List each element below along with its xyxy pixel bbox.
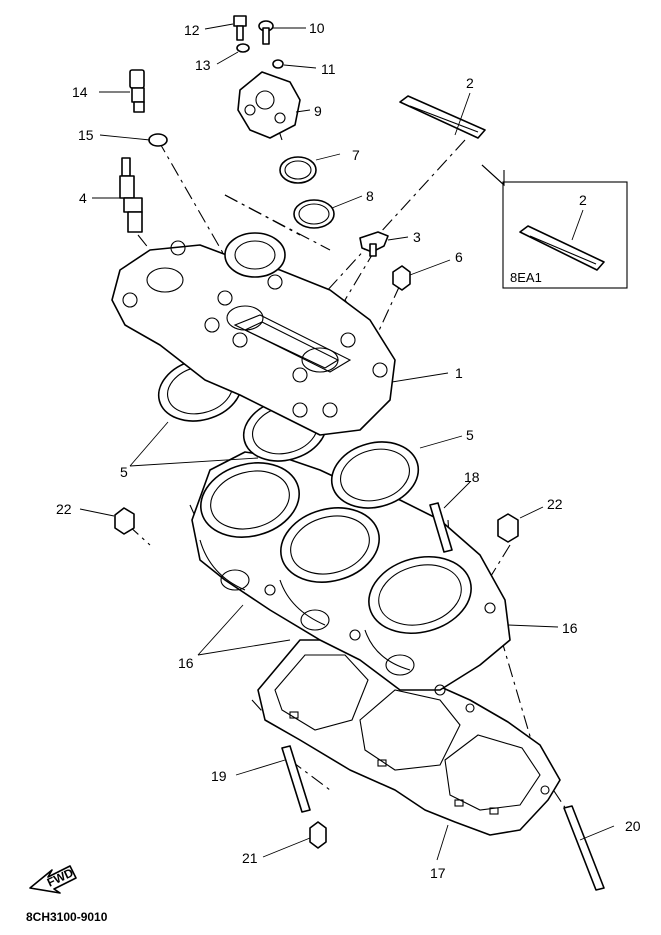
callout-16-right: 16 <box>562 620 578 636</box>
callout-20: 20 <box>625 818 641 834</box>
callout-numbers: 12 10 13 11 9 14 15 4 7 8 3 6 2 2 1 5 5 … <box>56 20 641 881</box>
fwd-arrow-icon: FWD <box>29 865 77 894</box>
variant-label: 8EA1 <box>510 270 542 285</box>
callout-5-right: 5 <box>466 427 474 443</box>
callout-1: 1 <box>455 365 463 381</box>
nut-21 <box>309 821 327 849</box>
callout-10: 10 <box>309 20 325 36</box>
callout-3: 3 <box>413 229 421 245</box>
callout-15: 15 <box>78 127 94 143</box>
callout-19: 19 <box>211 768 227 784</box>
fitting-3 <box>359 231 389 257</box>
callout-21: 21 <box>242 850 258 866</box>
callout-5-left: 5 <box>120 464 128 480</box>
stud-18 <box>429 502 453 553</box>
nut-6 <box>392 265 411 291</box>
callout-11: 11 <box>321 61 336 77</box>
stud-20 <box>563 805 605 891</box>
callout-4: 4 <box>79 190 87 206</box>
spark-plug-4 <box>119 157 143 233</box>
decal-2-variant <box>519 225 605 271</box>
temperature-sensor-14 <box>129 69 145 113</box>
callout-9: 9 <box>314 103 322 119</box>
washer-13 <box>236 43 250 53</box>
nut-22-right <box>497 513 519 543</box>
thermostat-cover <box>237 71 301 139</box>
bolt-12 <box>233 15 247 41</box>
callout-2: 2 <box>466 75 474 91</box>
callout-16-left: 16 <box>178 655 194 671</box>
decal-2 <box>399 95 486 139</box>
callout-22-right: 22 <box>547 496 563 512</box>
callout-7: 7 <box>352 147 360 163</box>
drawing-code: 8CH3100-9010 <box>26 910 108 924</box>
callout-17: 17 <box>430 865 446 881</box>
bolt-10 <box>258 20 274 45</box>
callout-8: 8 <box>366 188 374 204</box>
callout-22-left: 22 <box>56 501 72 517</box>
callout-2-variant: 2 <box>579 192 587 208</box>
nut-22-left <box>114 507 135 535</box>
callout-14: 14 <box>72 84 88 100</box>
callout-6: 6 <box>455 249 463 265</box>
callout-13: 13 <box>195 57 211 73</box>
stud-19 <box>281 745 311 813</box>
washer-11 <box>272 59 284 69</box>
leader-lines <box>79 23 615 861</box>
cylinder-head <box>111 232 396 436</box>
washer-15 <box>148 133 168 147</box>
variant-box: 8EA1 <box>481 164 628 289</box>
callout-12: 12 <box>184 22 200 38</box>
callout-18: 18 <box>464 469 480 485</box>
